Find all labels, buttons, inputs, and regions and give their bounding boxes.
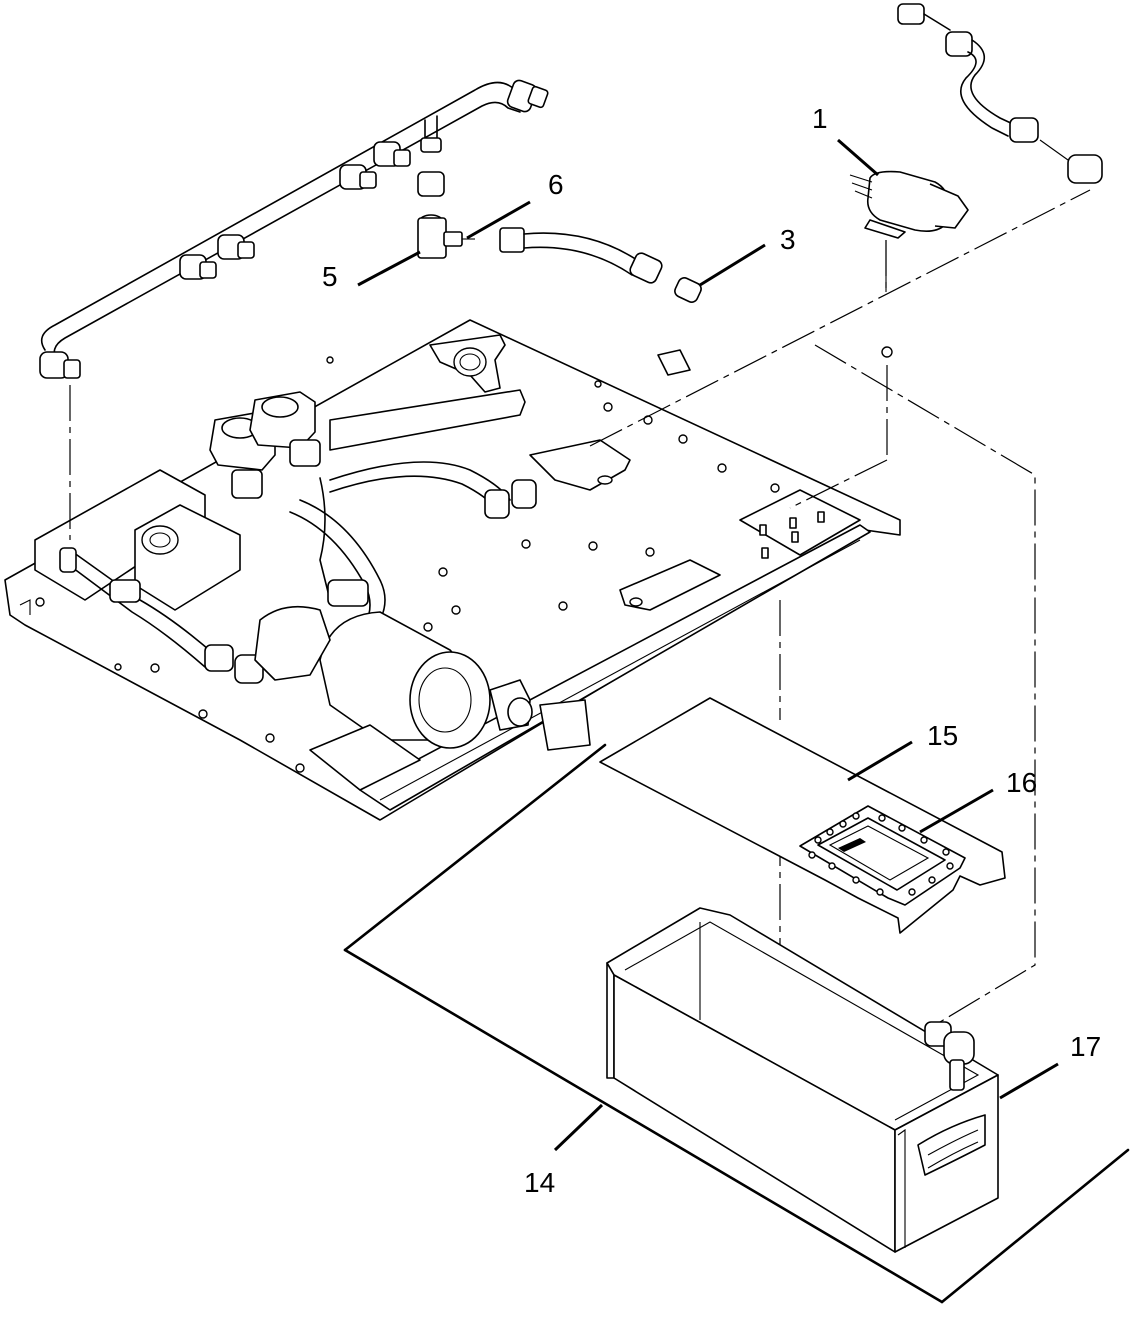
plate-hoses bbox=[59, 461, 537, 684]
solenoid-valves bbox=[209, 391, 321, 499]
floor-mat bbox=[343, 743, 1130, 1304]
callout-6: 6 bbox=[548, 169, 564, 200]
gasket-holes bbox=[808, 812, 954, 896]
water-tank bbox=[606, 907, 999, 1253]
manifold-tube-assembly bbox=[39, 79, 549, 379]
plate-screws bbox=[35, 346, 893, 773]
callout-16: 16 bbox=[1006, 767, 1037, 798]
tee-fitting bbox=[417, 171, 475, 259]
gasket-frame bbox=[799, 805, 966, 906]
leader-lines bbox=[357, 138, 1059, 1152]
base-plate-assembly bbox=[4, 319, 901, 821]
callout-3: 3 bbox=[780, 224, 796, 255]
hose-assembly bbox=[499, 227, 702, 303]
callout-1: 1 bbox=[812, 103, 828, 134]
callout-17: 17 bbox=[1070, 1031, 1101, 1062]
plate-studs bbox=[759, 511, 825, 559]
pump-motor bbox=[254, 605, 591, 791]
callout-15: 15 bbox=[927, 720, 958, 751]
callout-14: 14 bbox=[524, 1167, 555, 1198]
solenoid-pump bbox=[849, 170, 969, 239]
callout-5: 5 bbox=[322, 261, 338, 292]
upper-right-tube bbox=[897, 3, 1103, 184]
